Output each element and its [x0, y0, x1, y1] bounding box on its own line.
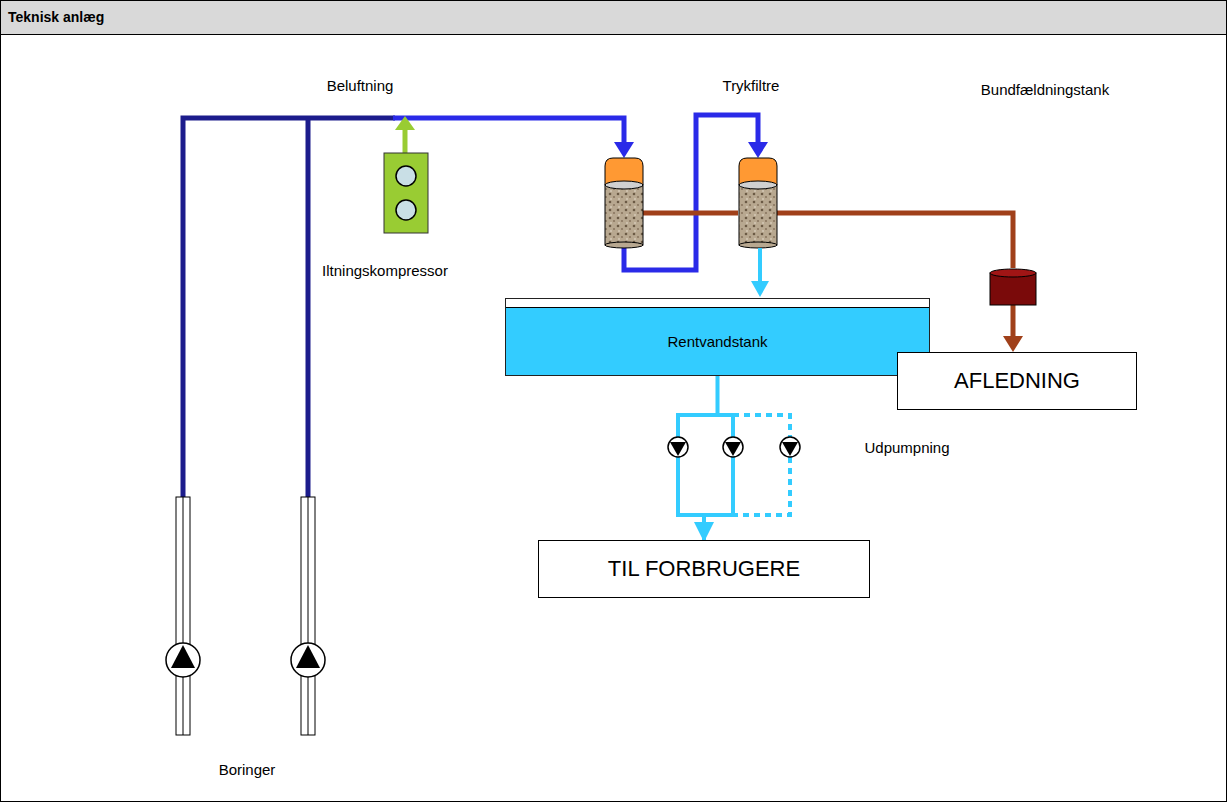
air-line: [403, 128, 408, 153]
node-label: TIL FORBRUGERE: [608, 556, 800, 582]
pump-symbol: [668, 437, 688, 457]
compressor-symbol: [384, 153, 428, 233]
borehole-symbol: [166, 497, 200, 735]
process-label: Udpumpning: [862, 439, 951, 456]
settling-tank-symbol: [990, 269, 1036, 305]
component-label: Boringer: [217, 761, 278, 778]
component-label: Iltningskompressor: [320, 262, 450, 279]
water-pipe: [678, 376, 718, 540]
pressure-filter: [605, 158, 643, 248]
node-label: AFLEDNING: [954, 368, 1080, 394]
pressure-filter: [739, 158, 777, 248]
pump-symbol: [723, 437, 743, 457]
component-label: Trykfiltre: [721, 77, 782, 94]
pump-symbol: [780, 437, 800, 457]
clean-water-pipe: [758, 248, 762, 282]
pump-branch: [678, 415, 733, 515]
component-label: Bundfældningstank: [979, 81, 1111, 98]
arrow-head: [1003, 336, 1023, 352]
header-band: [1, 1, 1227, 35]
discharge-box: AFLEDNING: [897, 352, 1137, 410]
arrow-head: [751, 281, 769, 297]
raw-water-pipe: [183, 118, 395, 498]
arrow-head: [748, 142, 768, 158]
reserve-pump-branch: [733, 415, 790, 515]
aerated-water-pipe: [393, 115, 758, 270]
clean-water-tank: Rentvandstank: [505, 298, 930, 376]
arrow-head: [395, 116, 415, 130]
borehole-symbol: [291, 497, 325, 735]
arrow-head: [614, 142, 634, 158]
header-title: Teknisk anlæg: [8, 9, 104, 25]
node-label: Rentvandstank: [667, 333, 767, 350]
process-label: Beluftning: [325, 77, 396, 94]
consumer-box: TIL FORBRUGERE: [538, 540, 870, 598]
